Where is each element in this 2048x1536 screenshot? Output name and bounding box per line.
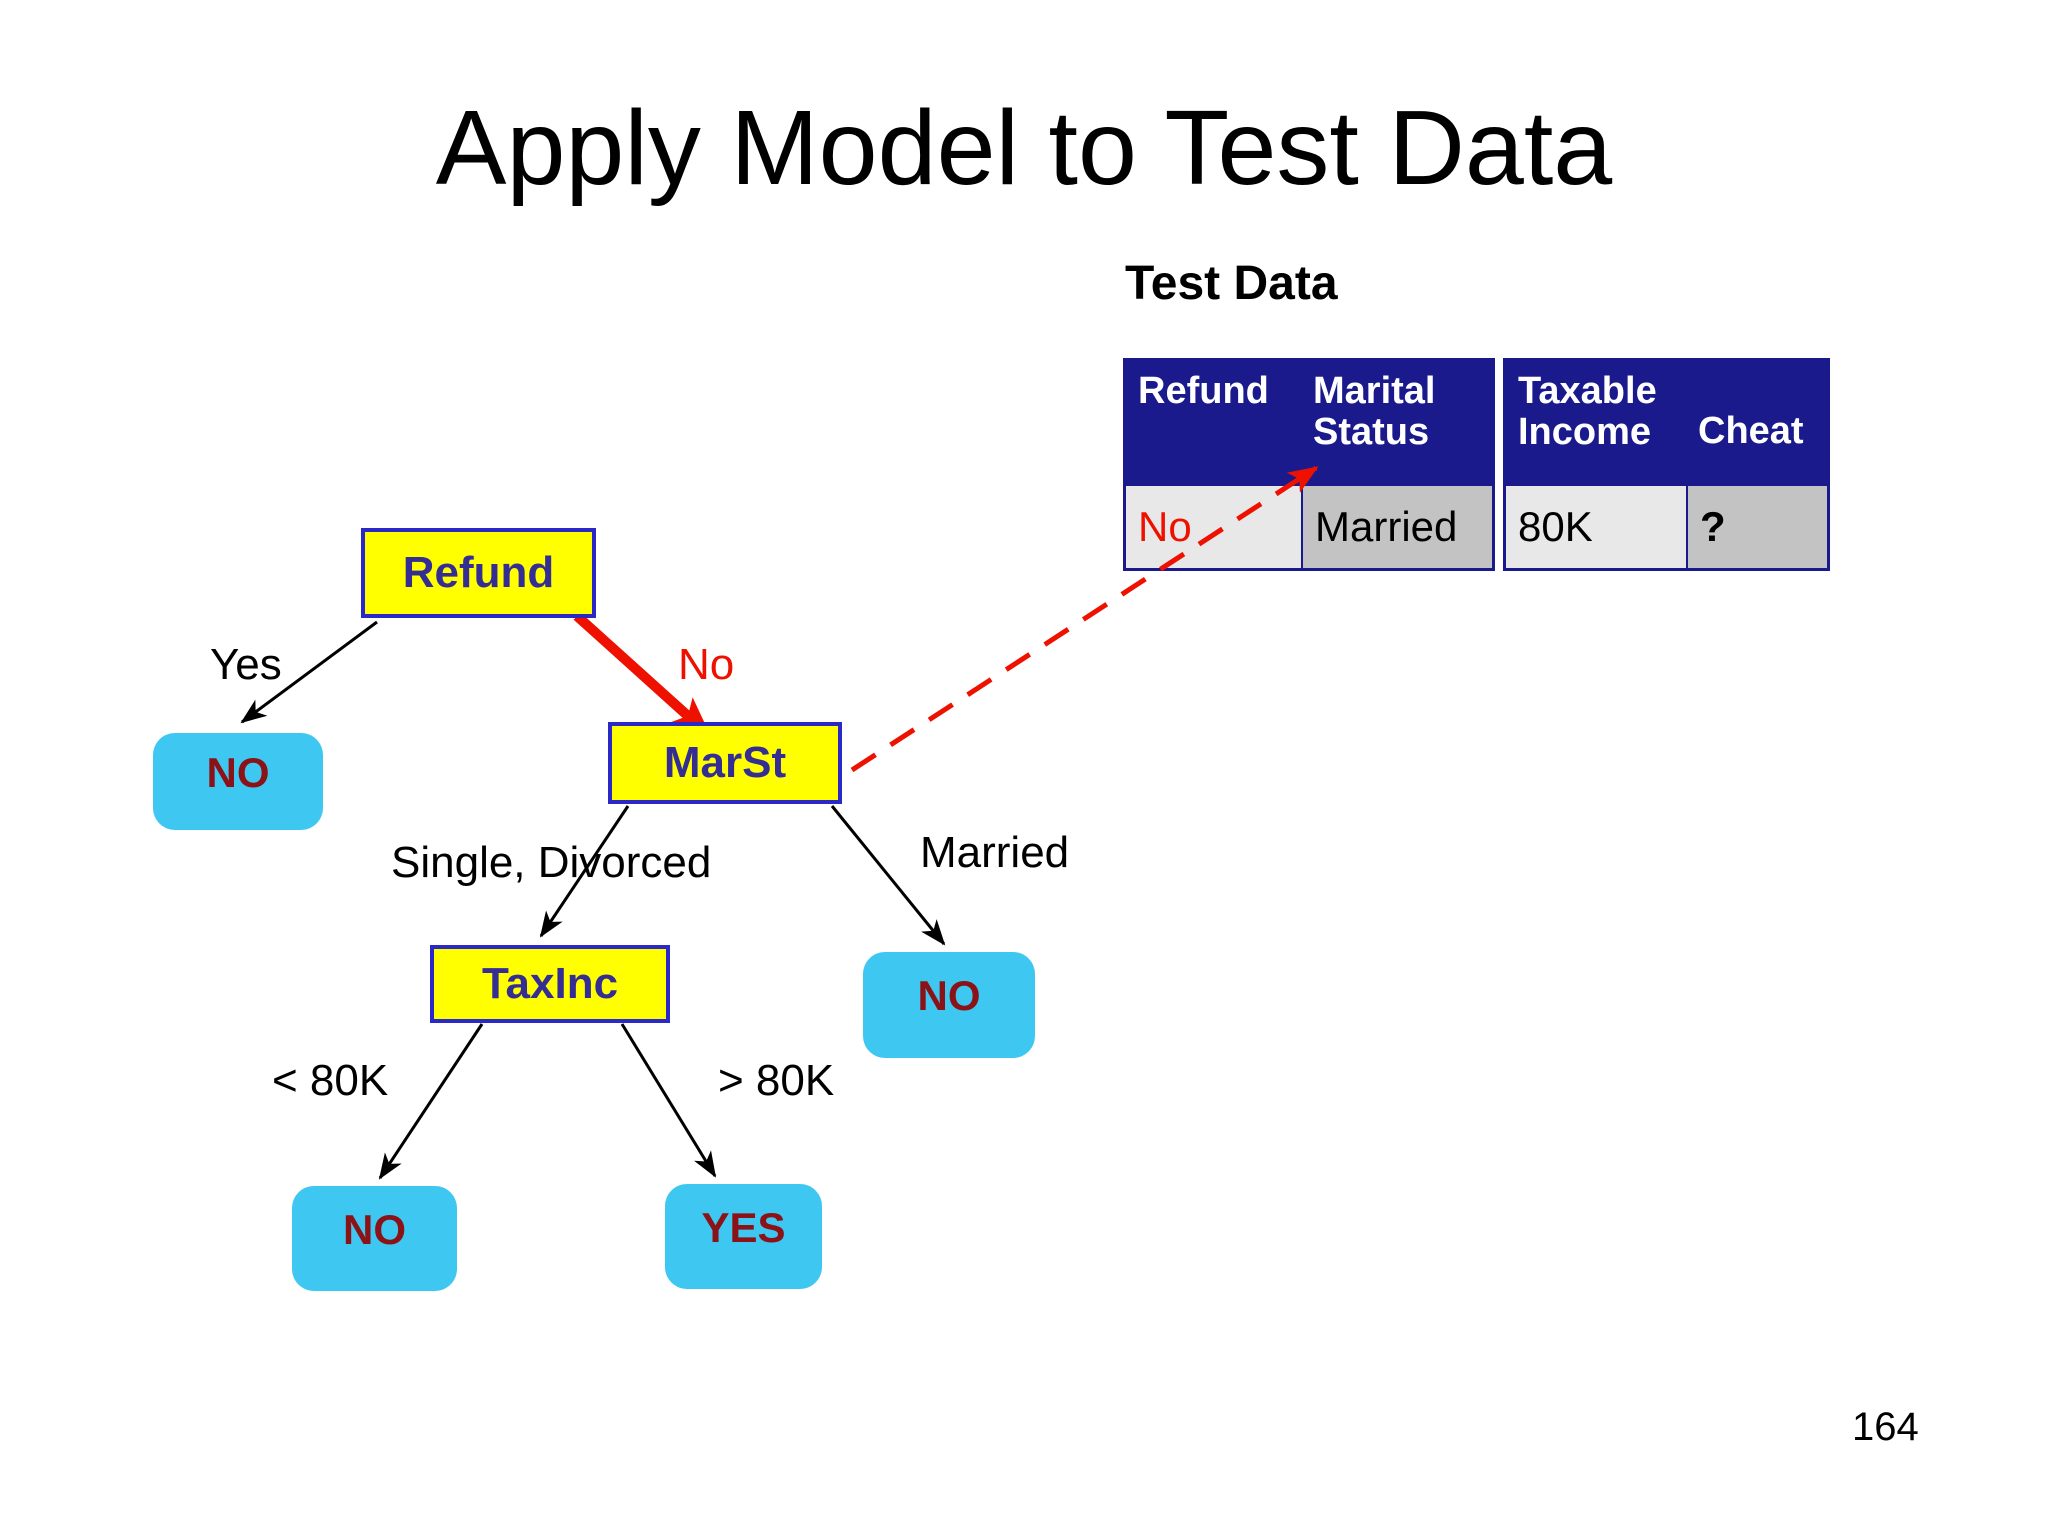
cell-taxable-income: 80K — [1506, 486, 1686, 568]
table-data-row: 80K ? — [1506, 486, 1827, 568]
edge-label-single-divorced: Single, Divorced — [391, 838, 712, 887]
cell-refund: No — [1126, 486, 1301, 568]
leaf-refund-yes-no: NO — [153, 733, 323, 830]
cell-marital-status: Married — [1301, 486, 1492, 568]
edge-label-yes: Yes — [210, 640, 282, 689]
edge-refund-no-arrow — [573, 612, 712, 738]
tree-node-taxinc: TaxInc — [430, 945, 670, 1023]
edge-taxinc-high-arrow — [620, 1023, 717, 1178]
edge-refund-yes-arrow — [240, 620, 378, 724]
table-data-row: No Married — [1126, 486, 1492, 568]
edge-label-no: No — [678, 640, 735, 689]
leaf-taxinc-high-yes: YES — [665, 1184, 822, 1289]
cell-cheat: ? — [1686, 486, 1827, 568]
page-number: 164 — [1852, 1405, 1919, 1449]
edge-label-lt-80k: < 80K — [272, 1056, 389, 1105]
page-title: Apply Model to Test Data — [435, 89, 1613, 207]
column-header-taxable-income: Taxable Income — [1518, 370, 1657, 454]
test-data-label: Test Data — [1125, 257, 1338, 310]
table-header-row: Refund Marital Status — [1126, 361, 1492, 486]
column-header-marital-status: Marital Status — [1313, 370, 1436, 454]
edge-label-gt-80k: > 80K — [718, 1056, 835, 1105]
edge-label-married: Married — [920, 828, 1070, 877]
apply-model-dashed-arrow — [850, 465, 1319, 773]
leaf-taxinc-low-no: NO — [292, 1186, 457, 1291]
edge-taxinc-low-arrow — [378, 1023, 484, 1180]
table-header-row: Taxable Income Cheat — [1506, 361, 1827, 486]
tree-node-marst: MarSt — [608, 722, 842, 804]
test-data-table-right: Taxable Income Cheat 80K ? — [1503, 358, 1830, 571]
test-data-table-left: Refund Marital Status No Married — [1123, 358, 1495, 571]
column-header-cheat: Cheat — [1698, 410, 1804, 452]
leaf-marst-married-no: NO — [863, 952, 1035, 1058]
tree-node-refund: Refund — [361, 528, 596, 618]
edge-marst-married-arrow — [830, 805, 946, 946]
edge-marst-single-divorced-arrow — [539, 805, 630, 938]
column-header-refund: Refund — [1138, 370, 1269, 412]
